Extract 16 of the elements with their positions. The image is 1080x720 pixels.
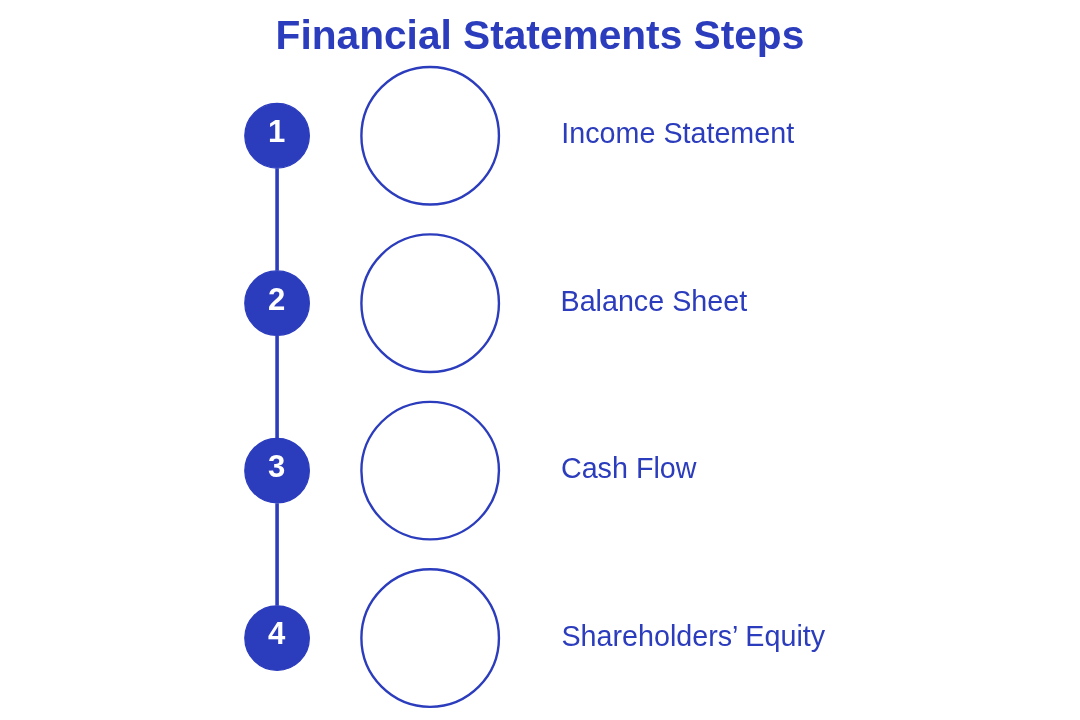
connector [274, 168, 279, 271]
node-label: Shareholders’ Equity [560, 619, 825, 652]
node-circle [359, 65, 500, 206]
connector [274, 503, 279, 606]
node-circle: 4 [243, 605, 310, 671]
diagram-title: Financial Statements Steps [275, 12, 804, 59]
node-label: Income Statement [560, 117, 794, 150]
node-circle [359, 400, 500, 541]
node-label: Cash Flow [560, 452, 696, 485]
node-label: Balance Sheet [560, 284, 747, 317]
node-circle: 2 [243, 270, 310, 337]
node-circle: 3 [243, 437, 310, 504]
node-circle [359, 568, 500, 709]
connector [274, 335, 279, 439]
node-circle: 1 [243, 102, 310, 169]
node-circle [359, 233, 500, 374]
